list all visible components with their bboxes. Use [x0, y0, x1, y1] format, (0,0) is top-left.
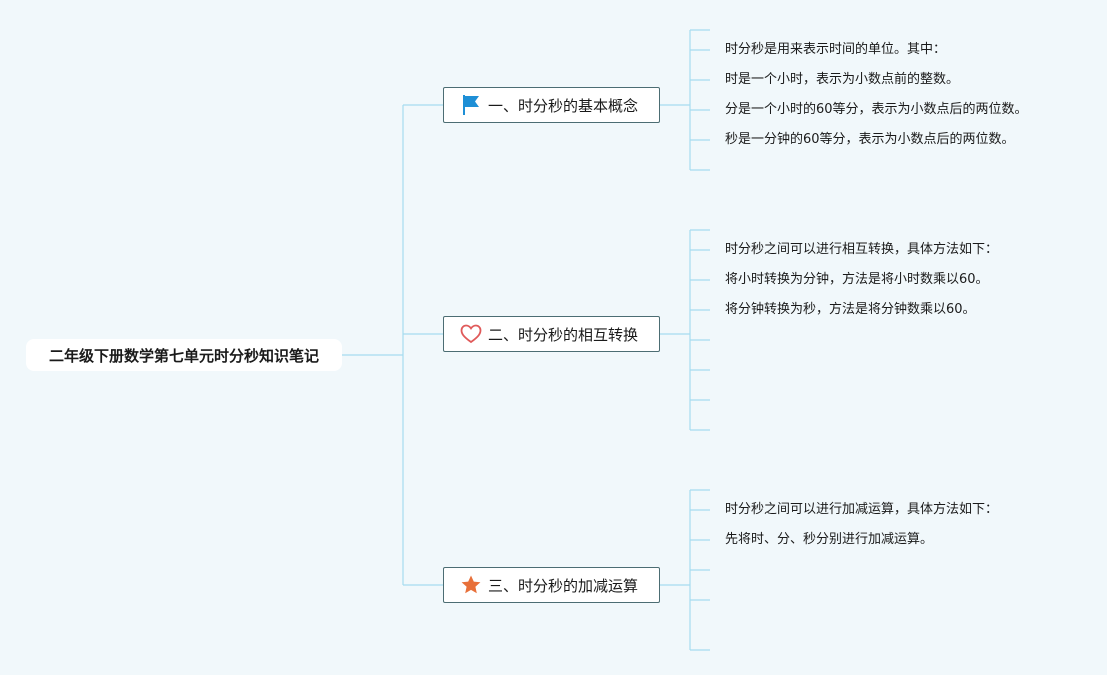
leaf-text: 时分秒是用来表示时间的单位。其中：	[725, 42, 947, 57]
branch-label: 二、时分秒的相互转换	[488, 325, 639, 344]
root-title: 二年级下册数学第七单元时分秒知识笔记	[48, 346, 319, 365]
branch-basic-concepts[interactable]: 一、时分秒的基本概念	[443, 87, 660, 123]
leaf-text: 分是一个小时的60等分，表示为小数点后的两位数。	[725, 102, 1028, 117]
leaf-text: 时分秒之间可以进行相互转换，具体方法如下：	[725, 242, 999, 257]
leaf-text: 将分钟转换为秒，方法是将分钟数乘以60。	[725, 302, 976, 317]
leaf-text: 秒是一分钟的60等分，表示为小数点后的两位数。	[725, 132, 1015, 147]
branch-conversion[interactable]: 二、时分秒的相互转换	[443, 316, 660, 352]
heart-icon	[460, 323, 482, 345]
leaf-text: 时分秒之间可以进行加减运算，具体方法如下：	[725, 502, 999, 517]
branch-label: 一、时分秒的基本概念	[488, 96, 639, 115]
leaf-text: 将小时转换为分钟，方法是将小时数乘以60。	[725, 272, 989, 287]
branch-add-subtract[interactable]: 三、时分秒的加减运算	[443, 567, 660, 603]
flag-icon	[460, 94, 482, 116]
leaf-text: 先将时、分、秒分别进行加减运算。	[725, 532, 934, 547]
root-node[interactable]: 二年级下册数学第七单元时分秒知识笔记	[26, 339, 342, 371]
branch-label: 三、时分秒的加减运算	[488, 576, 639, 595]
star-icon	[460, 574, 482, 596]
leaf-text: 时是一个小时，表示为小数点前的整数。	[725, 72, 960, 87]
